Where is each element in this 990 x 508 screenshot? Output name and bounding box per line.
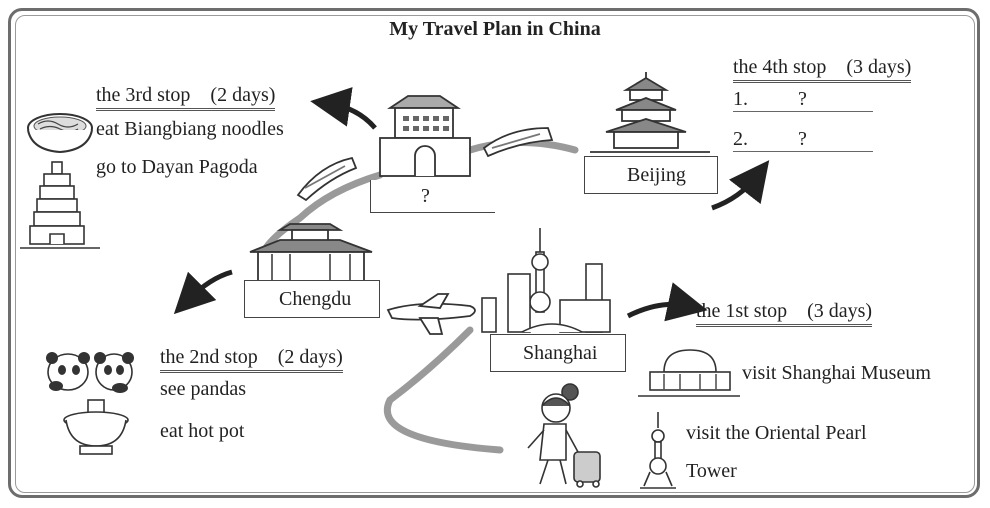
beijing-label-text: Beijing [627,163,686,186]
stop1-item-2-continued: Tower [686,460,737,482]
shanghai-label-text: Shanghai [523,341,598,364]
chengdu-label-text: Chengdu [279,287,352,310]
stop1-item-1: visit Shanghai Museum [742,362,931,384]
stop4-item-2-number: 2. [733,128,748,150]
beijing-label: Beijing [584,156,718,194]
stop3-item-2: go to Dayan Pagoda [96,156,258,178]
stop4-item-1: 1.? [733,88,873,112]
train-icon-left [296,156,358,202]
stop4-header: the 4th stop (3 days) [733,50,912,83]
shanghai-museum-icon [638,349,740,397]
stop1-header: the 1st stop (3 days) [696,294,873,327]
airplane-icon [386,293,476,335]
stop4-item-2-mark: ? [798,128,807,150]
outer-frame [8,8,980,498]
unknown-city-mark: ? [421,184,430,207]
chengdu-pavilion-icon [249,223,373,283]
shanghai-label: Shanghai [490,334,626,372]
arrow-to-2nd-stop [173,269,233,315]
temple-of-heaven-icon [590,72,710,153]
stop2-item-1: see pandas [160,378,247,400]
stop4-item-1-number: 1. [733,88,748,110]
stop4-item-1-mark: ? [798,88,807,110]
hot-pot-icon [63,399,129,455]
train-icon-right [482,127,554,158]
stop3-item-1: eat Biangbiang noodles [96,118,284,140]
stop2-header: the 2nd stop (2 days) [160,340,343,373]
panda-icon-left [46,352,90,391]
inner-frame [15,15,975,493]
dayan-pagoda-icon [20,161,100,249]
traveller-girl-icon [527,383,601,488]
stop2-item-2: eat hot pot [160,420,245,442]
arrow-to-4th-stop [711,160,770,211]
city-gate-icon [379,95,471,177]
arrow-to-1st-stop [626,282,708,322]
panda-icon-right [94,352,134,393]
page-title: My Travel Plan in China [389,18,601,40]
stop3-header: the 3rd stop (2 days) [96,78,276,111]
noodle-bowl-icon [27,113,93,154]
oriental-pearl-tower-icon [640,412,676,489]
stop4-item-2: 2.? [733,128,873,152]
arrow-to-3rd-stop [310,87,377,130]
shanghai-skyline-icon [481,228,611,333]
stop1-item-2: visit the Oriental Pearl [686,422,867,444]
unknown-city-label: ? [370,180,495,213]
chengdu-label: Chengdu [244,280,380,318]
